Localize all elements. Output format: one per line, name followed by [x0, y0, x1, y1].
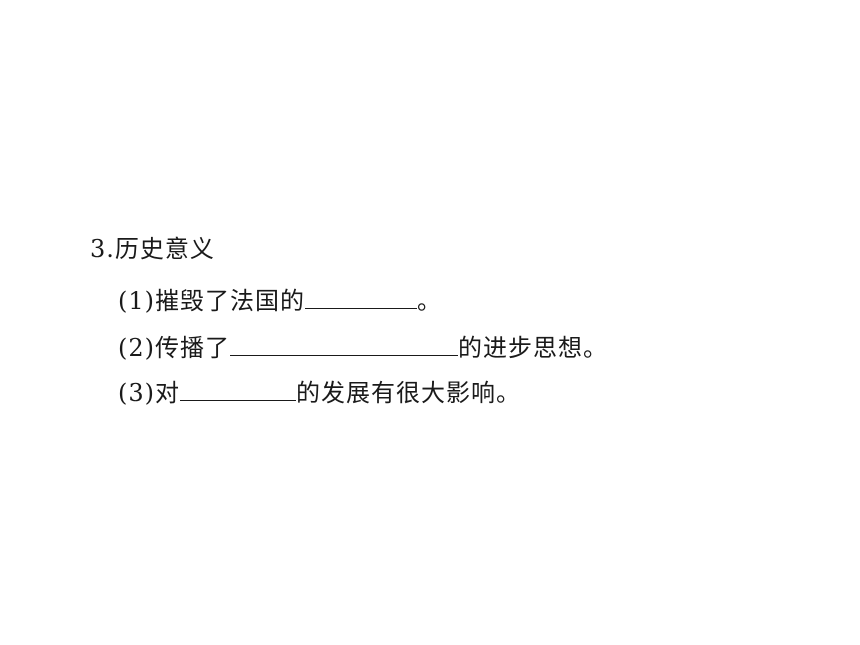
- fill-in-item-3: (3)对 的发展有很大影响。: [118, 374, 521, 410]
- item-1-suffix: 。: [417, 287, 442, 315]
- item-3-prefix: (3)对: [118, 379, 180, 407]
- item-3-suffix: 的发展有很大影响。: [296, 379, 521, 407]
- item-2-prefix: (2)传播了: [118, 334, 230, 362]
- item-1-prefix: (1)摧毁了法国的: [118, 287, 305, 315]
- answer-blank-1: [305, 282, 417, 309]
- answer-blank-2: [230, 329, 458, 356]
- section-heading: 3.历史意义: [90, 235, 215, 263]
- answer-blank-3: [180, 374, 296, 401]
- fill-in-item-2: (2)传播了 的进步思想。: [118, 329, 608, 365]
- fill-in-item-1: (1)摧毁了法国的 。: [118, 282, 442, 318]
- item-2-suffix: 的进步思想。: [458, 334, 608, 362]
